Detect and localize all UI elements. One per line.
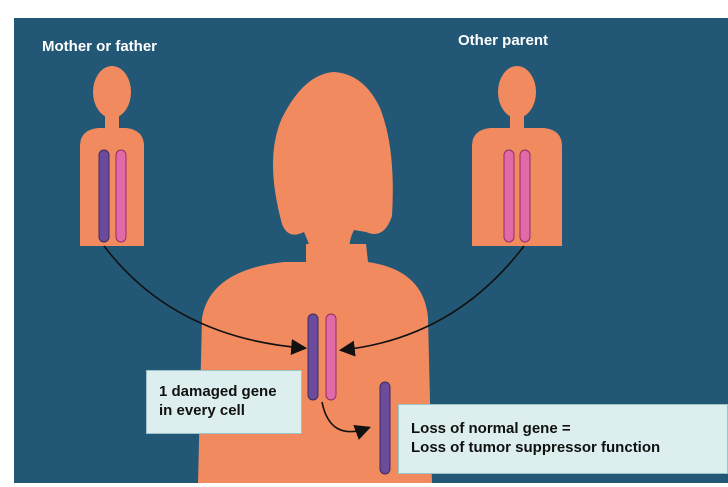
lost-gene-chromosome xyxy=(380,382,390,474)
right-parent-figure xyxy=(472,66,562,246)
left-parent-figure xyxy=(80,66,144,246)
diagram-canvas: Mother or father Other parent 1 damaged … xyxy=(14,18,728,483)
right-parent-label: Other parent xyxy=(458,32,548,49)
damaged-gene-line-1: 1 damaged gene xyxy=(159,382,301,401)
damaged-gene-box: 1 damaged gene in every cell xyxy=(146,370,302,434)
loss-line-1: Loss of normal gene = xyxy=(411,419,727,438)
left-parent-label: Mother or father xyxy=(42,38,157,55)
loss-of-function-box: Loss of normal gene = Loss of tumor supp… xyxy=(398,404,728,474)
loss-line-2: Loss of tumor suppressor function xyxy=(411,438,727,457)
damaged-gene-line-2: in every cell xyxy=(159,401,301,420)
